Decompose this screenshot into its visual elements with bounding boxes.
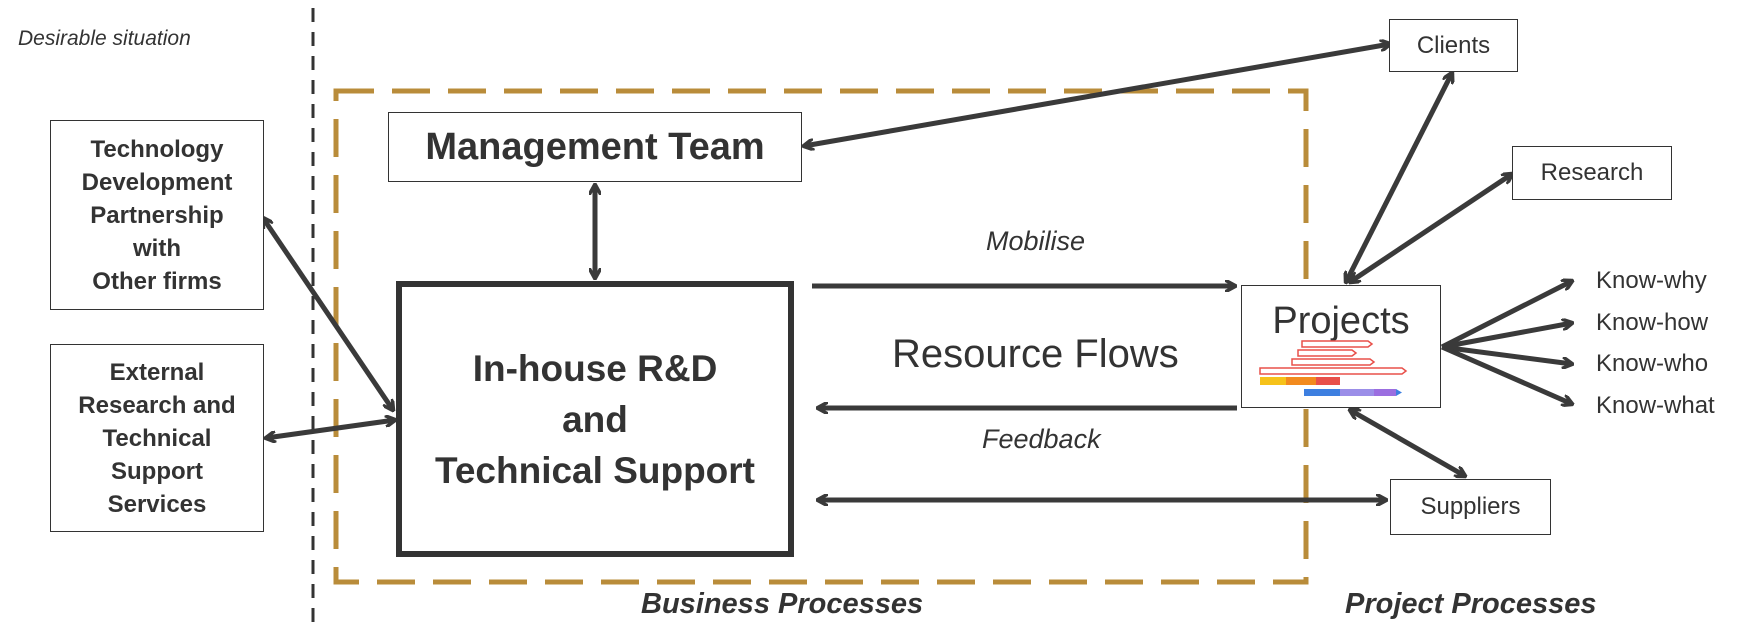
arrow-know-what bbox=[1440, 344, 1572, 404]
project-processes-label: Project Processes bbox=[1345, 588, 1597, 620]
projects-label: Projects bbox=[1272, 300, 1410, 342]
know-who-label: Know-who bbox=[1596, 350, 1709, 377]
situation-label: Desirable situation bbox=[18, 27, 191, 50]
resource-flows-label: Resource Flows bbox=[892, 332, 1179, 376]
external-research-box: External Research and Technical Support … bbox=[50, 344, 264, 532]
clients-box: Clients bbox=[1389, 19, 1518, 72]
arrow-management-clients bbox=[804, 44, 1390, 146]
business-processes-label: Business Processes bbox=[641, 588, 924, 620]
arrow-projects-research bbox=[1350, 174, 1512, 282]
arrow-know-who bbox=[1441, 344, 1572, 364]
inhouse-rd-box: In-house R&D and Technical Support bbox=[396, 281, 794, 557]
projects-box: Projects bbox=[1241, 285, 1441, 408]
management-team-box: Management Team bbox=[388, 112, 802, 182]
arrow-external-inhouse bbox=[266, 420, 395, 438]
research-box: Research bbox=[1512, 146, 1672, 200]
know-what-label: Know-what bbox=[1596, 392, 1715, 419]
gantt-chart-icon bbox=[1259, 340, 1408, 396]
suppliers-box: Suppliers bbox=[1390, 479, 1551, 535]
tech-partnership-box: Technology Development Partnership with … bbox=[50, 120, 264, 310]
arrow-projects-suppliers bbox=[1350, 410, 1465, 476]
know-how-label: Know-how bbox=[1596, 309, 1709, 336]
mobilise-label: Mobilise bbox=[986, 226, 1086, 256]
arrow-know-why bbox=[1440, 281, 1572, 350]
feedback-label: Feedback bbox=[982, 424, 1101, 454]
know-why-label: Know-why bbox=[1596, 267, 1707, 294]
arrow-partnership-inhouse bbox=[263, 218, 393, 410]
arrow-know-how bbox=[1441, 323, 1572, 350]
